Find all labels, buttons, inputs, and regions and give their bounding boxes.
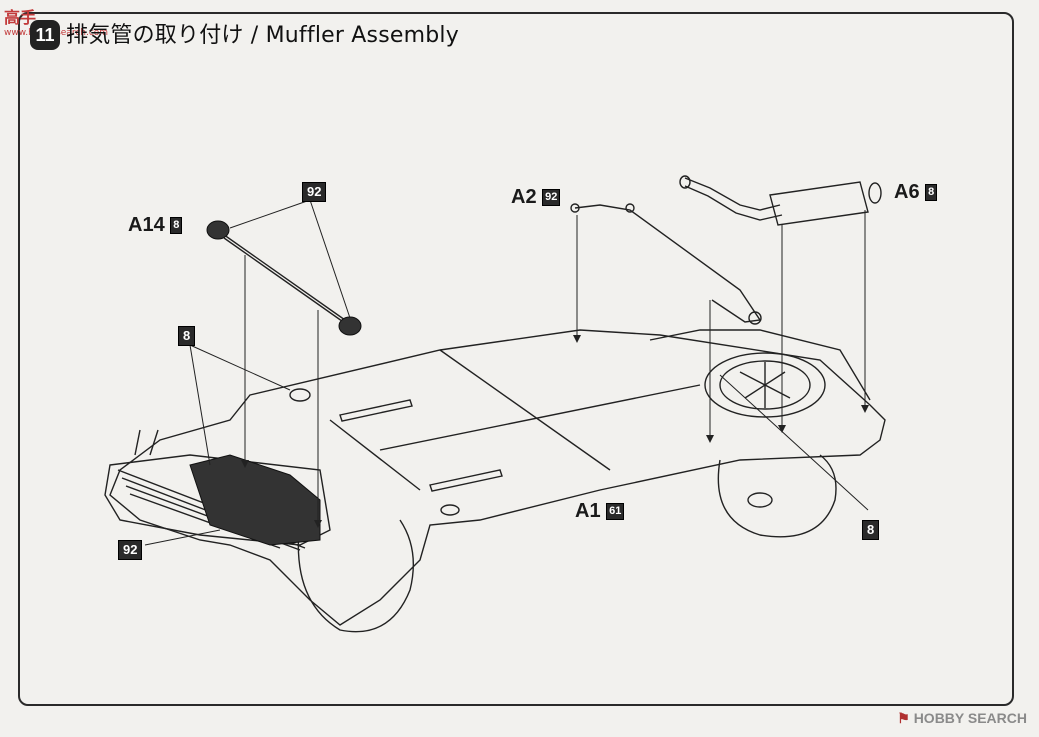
a6-pipe: [684, 177, 781, 211]
step-number-badge: 11: [30, 20, 60, 50]
chassis-floor: [109, 329, 886, 626]
callout-8-left-code: 8: [178, 326, 196, 346]
part-label-a6: A6 8: [894, 181, 938, 204]
part-label-a14: A14 8: [128, 214, 183, 237]
watermark-logo-text: 高手: [4, 8, 37, 27]
a1-color-code: 61: [606, 503, 625, 521]
part-label-a2: A2 92: [511, 186, 561, 209]
hobbysearch-watermark: ⚑ HOBBY SEARCH: [897, 710, 1027, 727]
page-title: 排気管の取り付け / Muffler Assembly: [66, 23, 459, 48]
spare-tire: [704, 352, 826, 418]
rear-wheel-arch: [717, 454, 837, 538]
a14-color-code: 8: [170, 217, 183, 235]
a2-label-text: A2: [511, 186, 537, 208]
page-frame: [18, 12, 1014, 706]
callout-8-right: 8: [862, 520, 880, 540]
a14-label-text: A14: [128, 214, 165, 236]
hobbysearch-text: HOBBY SEARCH: [913, 710, 1027, 726]
a6-label-text: A6: [894, 181, 920, 203]
callout-92-top-code: 92: [302, 182, 327, 202]
a6-color-code: 8: [925, 184, 938, 202]
a2-color-code: 92: [542, 189, 561, 207]
callout-92-top: 92: [302, 182, 327, 202]
callout-92-bottom: 92: [118, 540, 143, 560]
a14-end-left: [206, 220, 230, 240]
callout-8-right-code: 8: [862, 520, 880, 540]
part-label-a1: A1 61: [575, 500, 625, 523]
a2-linkage: [574, 204, 762, 323]
callout-92-bottom-code: 92: [118, 540, 143, 560]
a6-muffler-body: [769, 181, 869, 226]
a14-rod: [219, 231, 346, 321]
front-wheel-arch: [297, 519, 415, 633]
exhaust-manifold-part: [189, 454, 321, 546]
a14-end-right: [338, 316, 362, 336]
a1-label-text: A1: [575, 500, 601, 522]
hobbysearch-logo-icon: ⚑: [897, 710, 910, 726]
callout-8-left: 8: [178, 326, 196, 346]
